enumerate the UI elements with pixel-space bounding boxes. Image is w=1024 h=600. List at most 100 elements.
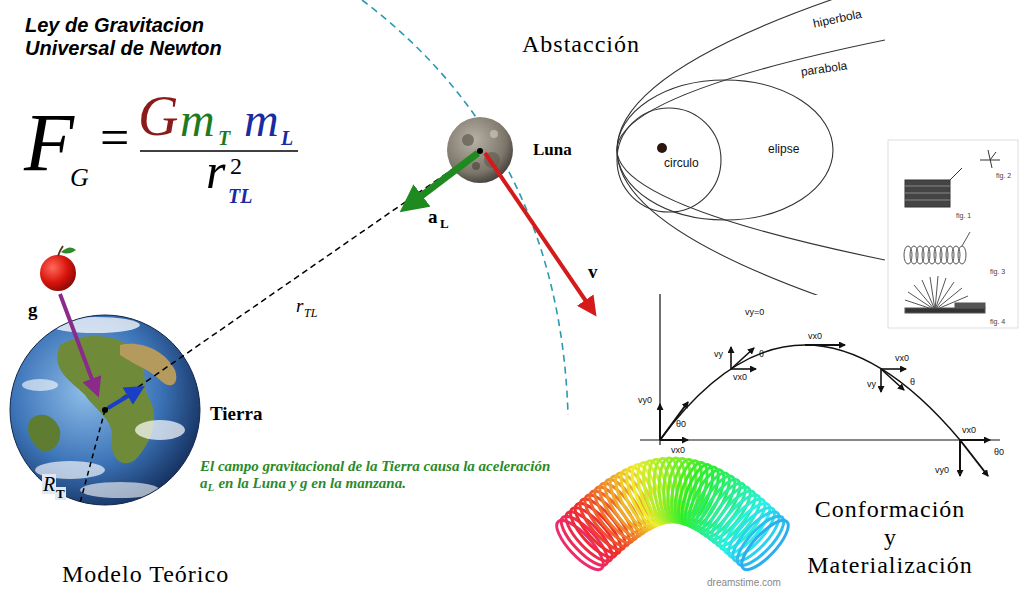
line-shape	[962, 232, 970, 246]
ellipse-shape	[22, 379, 58, 391]
line-shape	[960, 439, 990, 441]
rect-shape	[955, 303, 985, 308]
line-shape	[905, 186, 950, 187]
axis-label: θ	[759, 350, 764, 359]
line-shape	[731, 348, 754, 369]
g-shape	[904, 232, 970, 264]
axis-label: vy0	[638, 396, 652, 405]
moon-center-dot	[477, 148, 483, 154]
circle-shape	[617, 108, 721, 212]
section-heading: Modelo Teórico	[62, 562, 229, 586]
radius-subscript: T	[55, 487, 66, 500]
path-shape	[28, 415, 60, 452]
note-subscript: L	[208, 481, 215, 493]
line-shape	[959, 440, 961, 476]
rect-shape	[888, 140, 1018, 328]
body-label: Luna	[533, 141, 572, 158]
vector-subscript: L	[440, 217, 449, 230]
ellipse-shape	[958, 246, 966, 264]
axis-label: vx0	[962, 426, 976, 435]
line-shape	[881, 368, 906, 370]
projectile-graph	[640, 294, 1000, 476]
field-arrow	[108, 390, 138, 408]
earth-globe	[10, 315, 200, 505]
circle-shape	[490, 130, 498, 138]
line-shape	[640, 439, 1000, 440]
figure-label: fig. 2	[996, 172, 1011, 179]
path-shape	[990, 152, 996, 160]
line-shape	[960, 440, 988, 476]
section-heading: Abstacción	[522, 32, 640, 56]
circle-shape	[657, 143, 667, 153]
axis-label: θ	[910, 378, 915, 387]
g-shape	[905, 150, 1000, 207]
line-shape	[731, 368, 756, 370]
orbit-arc	[362, 0, 568, 415]
spring-figures	[888, 140, 1018, 328]
path-shape	[617, 40, 885, 260]
line-shape	[660, 402, 688, 440]
line-shape	[950, 168, 962, 180]
ellipse-shape	[617, 80, 833, 220]
axis-label: vx0	[671, 446, 685, 455]
rect-shape	[905, 308, 985, 313]
section-heading: Materialización	[790, 553, 990, 577]
axis-label: θ0	[994, 448, 1004, 457]
figure-label: fig. 3	[990, 268, 1005, 275]
curve-label: circulo	[664, 157, 699, 169]
line-shape	[659, 294, 660, 445]
formula-symbol: G	[138, 88, 178, 144]
formula-subscript: TL	[228, 186, 252, 206]
formula-superscript: 2	[230, 154, 242, 178]
line-shape	[881, 369, 904, 390]
section-heading: y	[790, 525, 990, 549]
axis-label: vx0	[733, 373, 747, 382]
path-shape	[660, 345, 960, 440]
ellipse-shape	[735, 514, 795, 576]
section-heading: Conformación	[790, 497, 990, 521]
gravity-arrow	[60, 294, 96, 390]
path-shape	[617, 0, 860, 295]
vector-label: a	[428, 207, 438, 226]
distance-label: r	[296, 296, 303, 315]
vector-label: v	[588, 262, 598, 281]
apple	[40, 246, 76, 291]
body-label: Tierra	[210, 404, 262, 423]
formula-subscript: T	[218, 128, 230, 148]
curve-label: elipse	[768, 143, 799, 155]
g-shape	[905, 276, 985, 313]
g-shape	[22, 317, 185, 498]
g-shape	[617, 0, 885, 295]
distance-line	[105, 153, 476, 410]
figure-label: fig. 4	[990, 318, 1005, 325]
path-shape	[61, 247, 76, 253]
path-shape	[120, 344, 176, 385]
line-shape	[880, 369, 882, 392]
axis-label: vy	[867, 380, 876, 389]
axis-label: vy=0	[745, 308, 764, 317]
title-text: Ley de Gravitacion Universal de Newton	[25, 14, 275, 60]
formula-symbol: F	[24, 102, 74, 184]
formula-symbol: =	[100, 112, 129, 164]
watermark: dreamstime.com	[705, 578, 783, 588]
axis-label: vy0	[935, 466, 949, 475]
rect-shape	[605, 0, 885, 295]
formula-symbol: m	[180, 96, 215, 144]
line-shape	[905, 200, 950, 201]
axis-label: vy	[714, 350, 723, 359]
line-shape	[930, 277, 935, 310]
line-shape	[905, 193, 950, 194]
distance-subscript: TL	[304, 307, 317, 319]
ellipse-shape	[135, 420, 185, 440]
slinky-toy	[550, 457, 795, 575]
line-shape	[660, 439, 688, 441]
circle-shape	[462, 134, 474, 146]
velocity-arrow	[485, 153, 592, 310]
note-text: en la Luna y g en la manzana.	[218, 475, 406, 491]
line-shape	[805, 344, 845, 346]
axis-label: vx0	[895, 354, 909, 363]
line-shape	[988, 150, 992, 168]
circle-shape	[472, 162, 480, 170]
formula-symbol: r	[206, 146, 225, 196]
